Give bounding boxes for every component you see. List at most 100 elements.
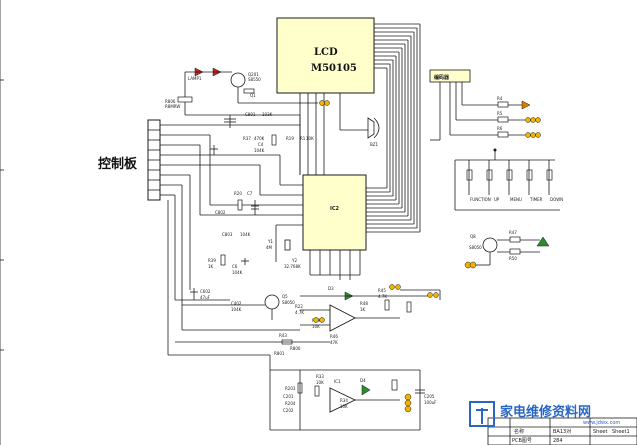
r33-label: R33 [316, 374, 324, 379]
title-sheet-value: Sheet1 [612, 429, 630, 435]
r6-label: R6 [497, 126, 503, 131]
c402-label: C402 [231, 301, 242, 306]
mcu-label: IC2 [330, 206, 340, 212]
c205-label: C205 [424, 394, 435, 399]
r45-value: 4.7K [378, 294, 387, 299]
button-function-label: FUNCTION [470, 197, 491, 202]
r-q1-label: Q1 [250, 93, 256, 98]
q5-value: S8050 [282, 300, 295, 305]
d4-label: D4 [360, 378, 366, 383]
r49-value: 10K [312, 324, 320, 329]
c7-label: C7 [247, 191, 253, 196]
y2-value: 32.768K [284, 264, 301, 269]
r204-label: R204 [285, 401, 296, 406]
y1-value: 4M [266, 245, 273, 250]
lcd-module: LCD M50105 [276, 17, 421, 233]
q5-label: Q5 [282, 294, 288, 299]
r801-label: R801 [274, 351, 285, 356]
r43-label: R43 [279, 333, 287, 338]
ic1-label: IC1 [334, 379, 341, 384]
r48-value: 1K [360, 307, 366, 312]
ic1-block: R203 R204 C201 C202 R33 10K IC1 D4 R34 1… [270, 369, 437, 431]
q5-driver: C602 47uF Q5 S8050 C402 104K R22 4.7K R4… [175, 288, 330, 345]
c803-label: C803 [222, 232, 233, 237]
r806-value: R8MRW [165, 104, 180, 109]
button-menu-label: MENU [510, 197, 522, 202]
c402-value: 104K [231, 307, 242, 312]
r1-label: R1 [300, 136, 306, 141]
r1-value: 10K [306, 136, 314, 141]
oscillator: R20 C7 C802 C803 104K Y1 4M Y2 32.768K R… [208, 191, 303, 275]
button-timer-label: TIMER [529, 197, 543, 202]
control-board-label: 控制板 [98, 156, 138, 172]
r22-value: 4.7K [295, 310, 304, 315]
c602-label: C602 [200, 289, 211, 294]
r47-label: R47 [509, 230, 517, 235]
c801-label: C801 [245, 112, 256, 117]
mcu-block: IC2 [199, 115, 367, 280]
control-board-connector: 控制板 [98, 119, 300, 430]
c801-value: 103K [262, 112, 273, 117]
title-sheet-label: Sheet [593, 429, 607, 435]
c202-label: C202 [283, 408, 294, 413]
r800-label: R800 [290, 346, 301, 351]
title-name-value: BA13对 [553, 428, 571, 435]
title-block: 名称 BA13对 PCB图号 284 Sheet Sheet1 [487, 417, 637, 445]
c4-label: C4 [258, 142, 264, 147]
c4-value: 104K [254, 148, 265, 153]
r19-label: R19 [286, 136, 294, 141]
q201-value: S8550 [248, 77, 261, 82]
c602-value: 47uF [200, 295, 211, 300]
r46-label: R46 [330, 334, 338, 339]
watermark-url: www.jdwx.com [583, 420, 620, 426]
y1-label: Y1 [267, 239, 273, 244]
q8-value: S8050 [469, 245, 482, 250]
watermark-text: 家电维修资料网 [500, 404, 591, 420]
q8-block: Q8 S8050 R47 R50 [464, 230, 550, 269]
c205-value: 100uF [424, 400, 437, 405]
d3-label: D3 [328, 286, 334, 291]
r5-label: R5 [497, 111, 503, 116]
title-drawing-label: PCB图号 [512, 438, 532, 444]
comparator-block: D3 R45 4.7K R48 1K R46 47K R49 10K R800 … [274, 284, 441, 356]
r34-label: R34 [340, 398, 348, 403]
r33-value: 10K [316, 380, 324, 385]
watermark: 家电维修资料网 www.jdwx.com [469, 401, 620, 427]
left-frame-ticks [0, 0, 4, 445]
r22-label: R22 [295, 304, 303, 309]
button-down-label: DOWN [550, 197, 563, 202]
q201-label: Q201 [248, 72, 259, 77]
encoder-label: 编码器 [434, 74, 450, 81]
r39-label: R39 [208, 258, 216, 263]
c802-label: C802 [215, 210, 226, 215]
q8-label: Q8 [470, 234, 476, 239]
buzzer-label: BZ1 [370, 142, 378, 147]
lamp-label: LAMP1 [188, 76, 202, 81]
r50-label: R50 [509, 256, 517, 261]
r37-value: 470K [254, 136, 265, 141]
r806-label: R806 [165, 99, 176, 104]
button-matrix: FUNCTION UP MENU TIMER DOWN [454, 148, 563, 211]
r4-label: R4 [497, 96, 503, 101]
r37-label: R37 [243, 136, 251, 141]
r34-value: 10K [340, 404, 348, 409]
c6-value: 104K [232, 270, 243, 275]
button-up-label: UP [494, 197, 500, 202]
r203-label: R203 [285, 386, 296, 391]
c6-label: C6 [232, 264, 238, 269]
title-name-label: 名称 [514, 428, 524, 435]
c201-label: C201 [283, 394, 294, 399]
title-drawing-value: 284 [553, 438, 563, 444]
r20-label: R20 [234, 191, 242, 196]
lcd-label: LCD [314, 47, 338, 58]
r45-label: R45 [378, 288, 386, 293]
c803-value: 104K [240, 232, 251, 237]
r46-value: 47K [330, 340, 338, 345]
lcd-model: M50105 [311, 63, 357, 74]
encoder-block: 编码器 R4 R5 R6 [429, 69, 541, 141]
y2-label: Y2 [291, 258, 297, 263]
r39-value: 1K [208, 264, 214, 269]
r48-label: R48 [360, 301, 368, 306]
